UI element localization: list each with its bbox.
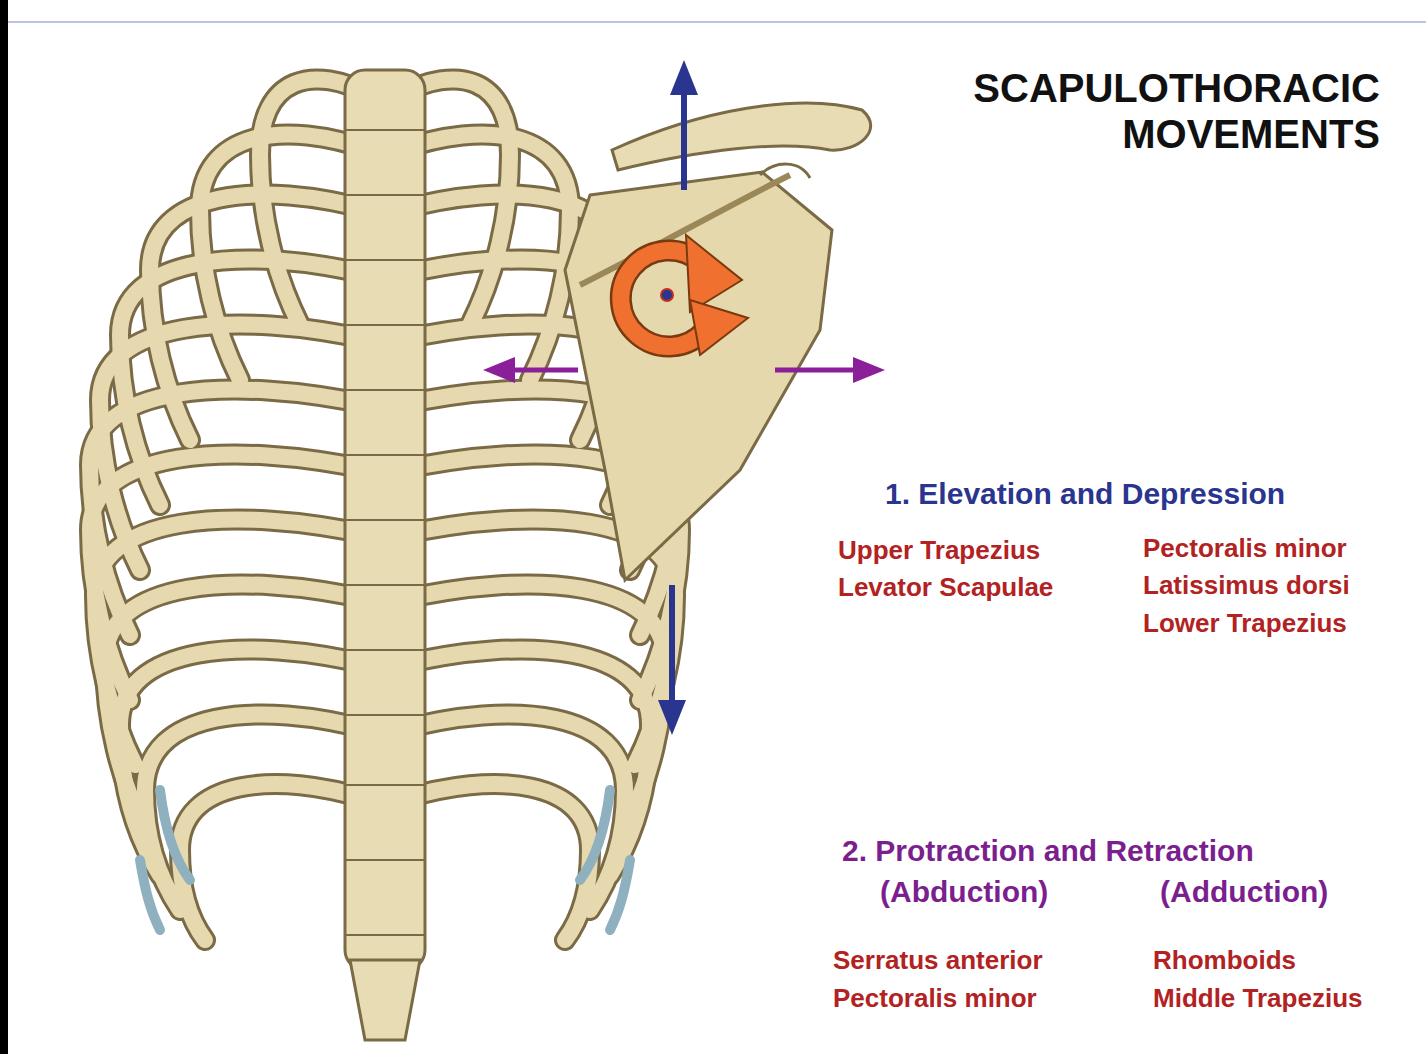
movement-heading: 2. Protraction and Retraction xyxy=(842,833,1254,869)
muscle-label: Serratus anterior xyxy=(833,945,1043,976)
muscle-label: Levator Scapulae xyxy=(838,572,1053,603)
muscle-label: Lower Trapezius xyxy=(1143,608,1347,639)
movement-heading: 1. Elevation and Depression xyxy=(885,476,1285,512)
movement-subheading: (Adduction) xyxy=(1160,874,1328,910)
muscle-label: Upper Trapezius xyxy=(838,535,1040,566)
muscle-label: Pectoralis minor xyxy=(1143,533,1347,564)
muscle-label: Middle Trapezius xyxy=(1153,983,1363,1014)
muscle-label: Pectoralis minor xyxy=(833,983,1037,1014)
movement-subheading: (Abduction) xyxy=(880,874,1048,910)
muscle-label: Rhomboids xyxy=(1153,945,1296,976)
title: SCAPULOTHORACIC MOVEMENTS xyxy=(880,65,1380,157)
muscle-label: Latissimus dorsi xyxy=(1143,570,1350,601)
